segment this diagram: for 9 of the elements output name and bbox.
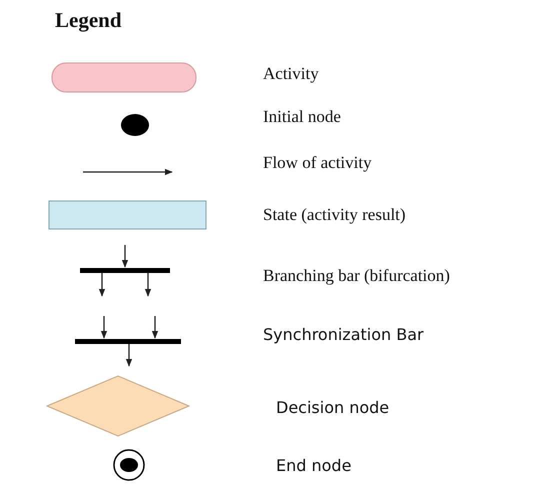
legend-label: Flow of activity [263,153,372,173]
legend-label: Initial node [263,107,341,127]
legend-label: Branching bar (bifurcation) [263,266,450,286]
legend-title: Legend [55,8,122,33]
legend-label: Synchronization Bar [263,325,424,344]
legend-label: End node [276,456,352,475]
legend-label: Decision node [276,398,390,417]
legend-label: Activity [263,64,319,84]
legend-label: State (activity result) [263,205,406,225]
